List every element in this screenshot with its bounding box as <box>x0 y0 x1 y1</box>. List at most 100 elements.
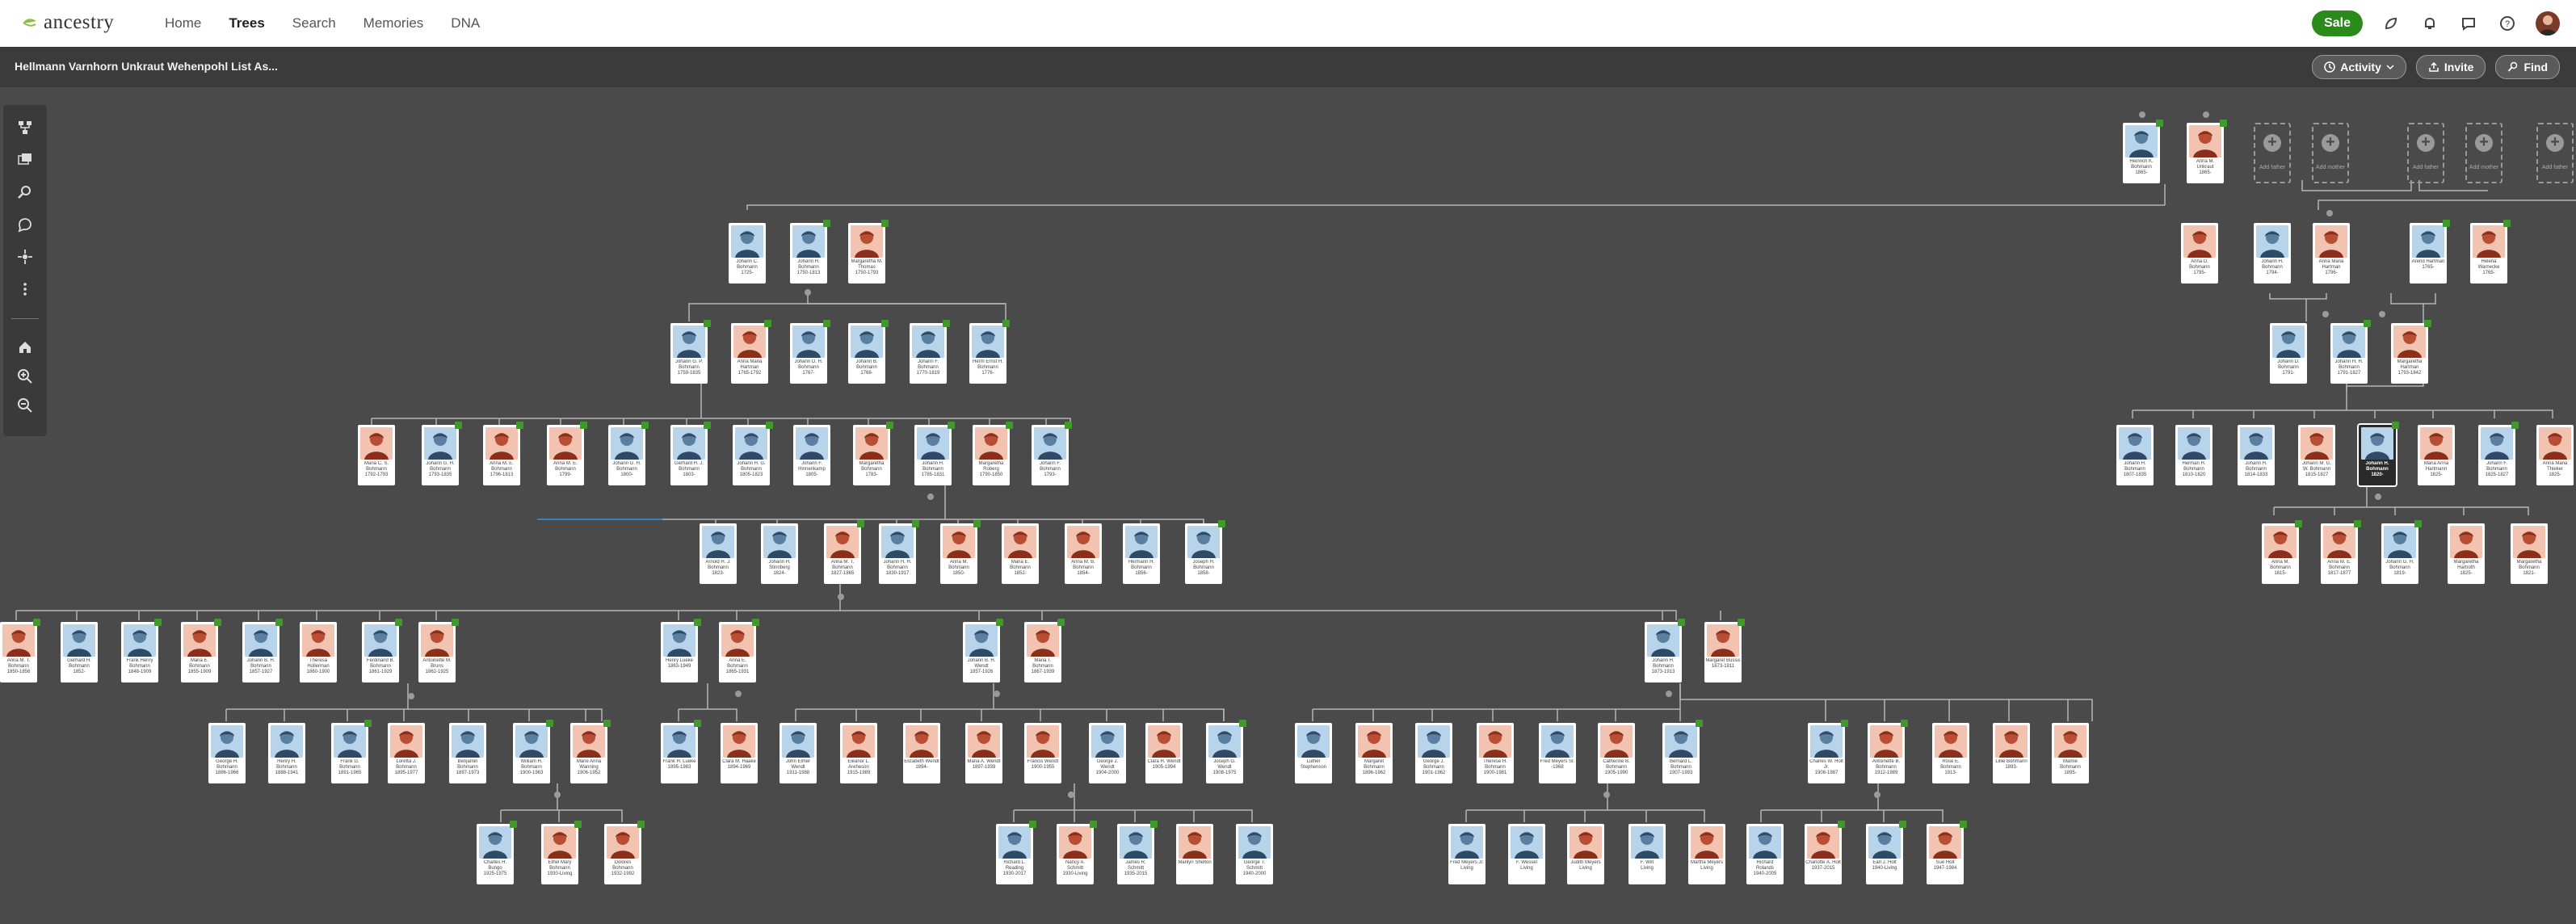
search-person-icon[interactable] <box>14 181 36 204</box>
nav-search[interactable]: Search <box>292 15 336 31</box>
zoom-out-icon[interactable] <box>14 394 36 417</box>
hint-leaf-icon[interactable] <box>2354 520 2361 527</box>
nav-memories[interactable]: Memories <box>363 15 424 31</box>
invite-button[interactable]: Invite <box>2415 55 2486 79</box>
hint-leaf-icon[interactable] <box>1218 520 1225 527</box>
notification-bell-icon[interactable] <box>2419 13 2440 34</box>
home-icon[interactable] <box>14 336 36 359</box>
find-button[interactable]: Find <box>2495 55 2560 79</box>
person-card[interactable]: Luther Stephenson <box>1295 723 1332 783</box>
hint-leaf-icon[interactable] <box>574 821 582 828</box>
hint-leaf-icon[interactable] <box>1150 821 1158 828</box>
hint-leaf-icon[interactable] <box>637 821 645 828</box>
hint-leaf-icon[interactable] <box>2392 422 2399 429</box>
hint-leaf-icon[interactable] <box>823 220 830 227</box>
hint-leaf-icon[interactable] <box>364 720 372 727</box>
hint-leaf-icon[interactable] <box>823 320 830 327</box>
hint-leaf-icon[interactable] <box>1678 619 1685 626</box>
hint-leaf-icon[interactable] <box>764 320 771 327</box>
expand-family-icon[interactable] <box>1874 792 1881 798</box>
sale-button[interactable]: Sale <box>2312 10 2363 36</box>
hint-leaf-icon[interactable] <box>694 619 701 626</box>
expand-family-icon[interactable] <box>927 494 934 500</box>
hint-leaf-icon[interactable] <box>1838 821 1845 828</box>
hint-leaf-icon[interactable] <box>996 619 1003 626</box>
hint-leaf-icon[interactable] <box>1696 720 1703 727</box>
help-icon[interactable]: ? <box>2497 13 2518 34</box>
expand-family-icon[interactable] <box>1068 792 1074 798</box>
expand-family-icon[interactable] <box>1603 792 1610 798</box>
hint-leaf-icon[interactable] <box>2503 220 2511 227</box>
hint-leaf-icon[interactable] <box>704 422 711 429</box>
person-card[interactable]: Charles W. Holt Jr.1908-1987 <box>1808 720 1848 783</box>
family-view-icon[interactable] <box>14 149 36 171</box>
expand-family-icon[interactable] <box>838 594 844 600</box>
hint-leaf-icon[interactable] <box>943 320 950 327</box>
tree-view-icon[interactable] <box>14 116 36 139</box>
person-card[interactable]: Fred Meyers Sr.-1968 <box>1539 723 1576 783</box>
hint-leaf-icon[interactable] <box>886 422 893 429</box>
expand-family-icon[interactable] <box>408 693 414 699</box>
hint-leaf-icon[interactable] <box>2511 422 2519 429</box>
chat-icon[interactable] <box>14 213 36 236</box>
hint-leaf-icon[interactable] <box>1960 821 1967 828</box>
ancestry-logo[interactable]: ancestry <box>21 11 114 34</box>
hint-leaf-icon[interactable] <box>641 422 649 429</box>
hint-leaf-icon[interactable] <box>1057 619 1065 626</box>
hint-leaf-icon[interactable] <box>154 619 162 626</box>
